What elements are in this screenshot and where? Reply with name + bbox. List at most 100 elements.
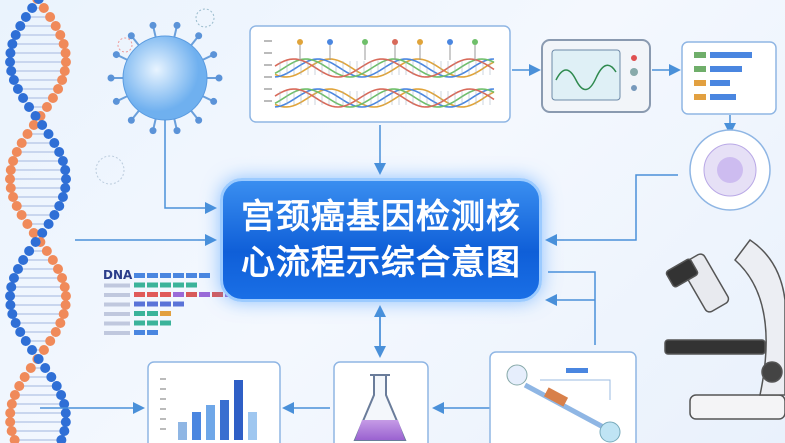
helix-bead [16,138,27,148]
helix-bead [50,21,61,31]
sequence-block [134,320,145,326]
helix-bead [53,264,64,274]
helix-bead [10,30,21,40]
helix-bead [20,336,31,346]
sequence-block [147,320,158,326]
sequence-id [104,283,130,288]
sequence-id [104,293,130,297]
marker-dot [362,39,368,45]
helix-bead [43,129,54,139]
helix-bead [19,372,30,382]
helix-bead [43,219,54,229]
helix-bead [55,318,66,328]
helix-bead [9,435,20,443]
helix-bead [60,291,71,301]
flask-panel [333,361,429,443]
axis-tick [160,428,166,430]
helix-bead [10,318,21,328]
helix-bead [6,399,17,409]
sequence-id [104,331,130,335]
dna-sequence-list [104,273,236,335]
helix-bead [60,57,71,67]
helix-bead [5,408,16,418]
axis-tick [264,100,272,102]
virus-spike-tip [149,127,157,135]
helix-bead [5,300,16,310]
bar-chart-panel [147,361,281,443]
helix-bead [18,255,29,265]
helix-bead [5,291,16,301]
marker-dot [297,39,303,45]
sequence-block [199,273,210,278]
sequence-block [147,282,158,288]
sequence-block [147,311,158,316]
sequence-block [173,301,184,307]
bar [192,412,201,440]
helix-bead [38,3,49,13]
helix-bead [27,3,38,13]
sequence-block [134,311,145,316]
virus-spike-tip [127,32,135,40]
sequence-block [134,292,145,297]
virus-spike-tip [127,116,135,124]
helix-bead [6,426,17,436]
virus-spike-tip [173,127,181,135]
sequence-block [186,273,197,278]
helix-bead [37,120,48,130]
sequence-id [104,302,130,307]
helix-bead [58,309,69,319]
sequence-block [147,273,158,278]
helix-bead [8,273,19,283]
helix-bead [30,237,41,247]
helix-bead [54,147,65,157]
marker-dot [447,39,453,45]
title-line-2: 心流程示综合意图 [241,243,521,283]
helix-bead [5,165,16,175]
helix-bead [45,336,56,346]
sequence-block [134,301,145,307]
helix-bead [25,363,36,373]
helix-bead [57,273,68,283]
axis-tick [160,418,166,420]
helix-bead [30,111,41,121]
marker-dot [472,39,478,45]
helix-bead [6,66,17,76]
helix-bead [33,0,44,4]
helix-bead [5,183,16,193]
helix-bead [57,156,68,166]
sequence-block [160,273,171,278]
title-box: 宫颈癌基因检测核 心流程示综合意图 [220,178,542,302]
sequence-block [147,330,158,335]
sequence-block [160,311,171,316]
virus-spike-tip [112,51,120,59]
helix-bead [57,192,68,202]
helix-bead [46,372,57,382]
helix-bead [5,417,16,427]
sequence-block [199,292,210,297]
helix-bead [60,183,71,193]
helix-bead [60,48,71,58]
helix-bead [49,138,60,148]
helix-bead [28,120,39,130]
virus-spike-tip [107,74,115,82]
bar [220,400,229,440]
virus-spike-tip [215,74,223,82]
helix-bead [20,12,31,22]
sequence-block [160,301,171,307]
dna-label: DNA [103,268,133,282]
results-list-panel [681,41,777,115]
helix-bead [5,48,16,58]
helix-bead [15,21,26,31]
sequence-trace [274,88,495,108]
helix-bead [11,147,22,157]
helix-bead [41,102,52,112]
sequence-trace [274,58,495,78]
sequence-block [173,282,184,288]
helix-bead [16,210,27,220]
monitor-device-icon [541,39,651,113]
virus-spike-tip [195,116,203,124]
helix-bead [22,219,33,229]
helix-bead [11,201,22,211]
sequence-block [186,292,197,297]
bar [206,405,215,440]
